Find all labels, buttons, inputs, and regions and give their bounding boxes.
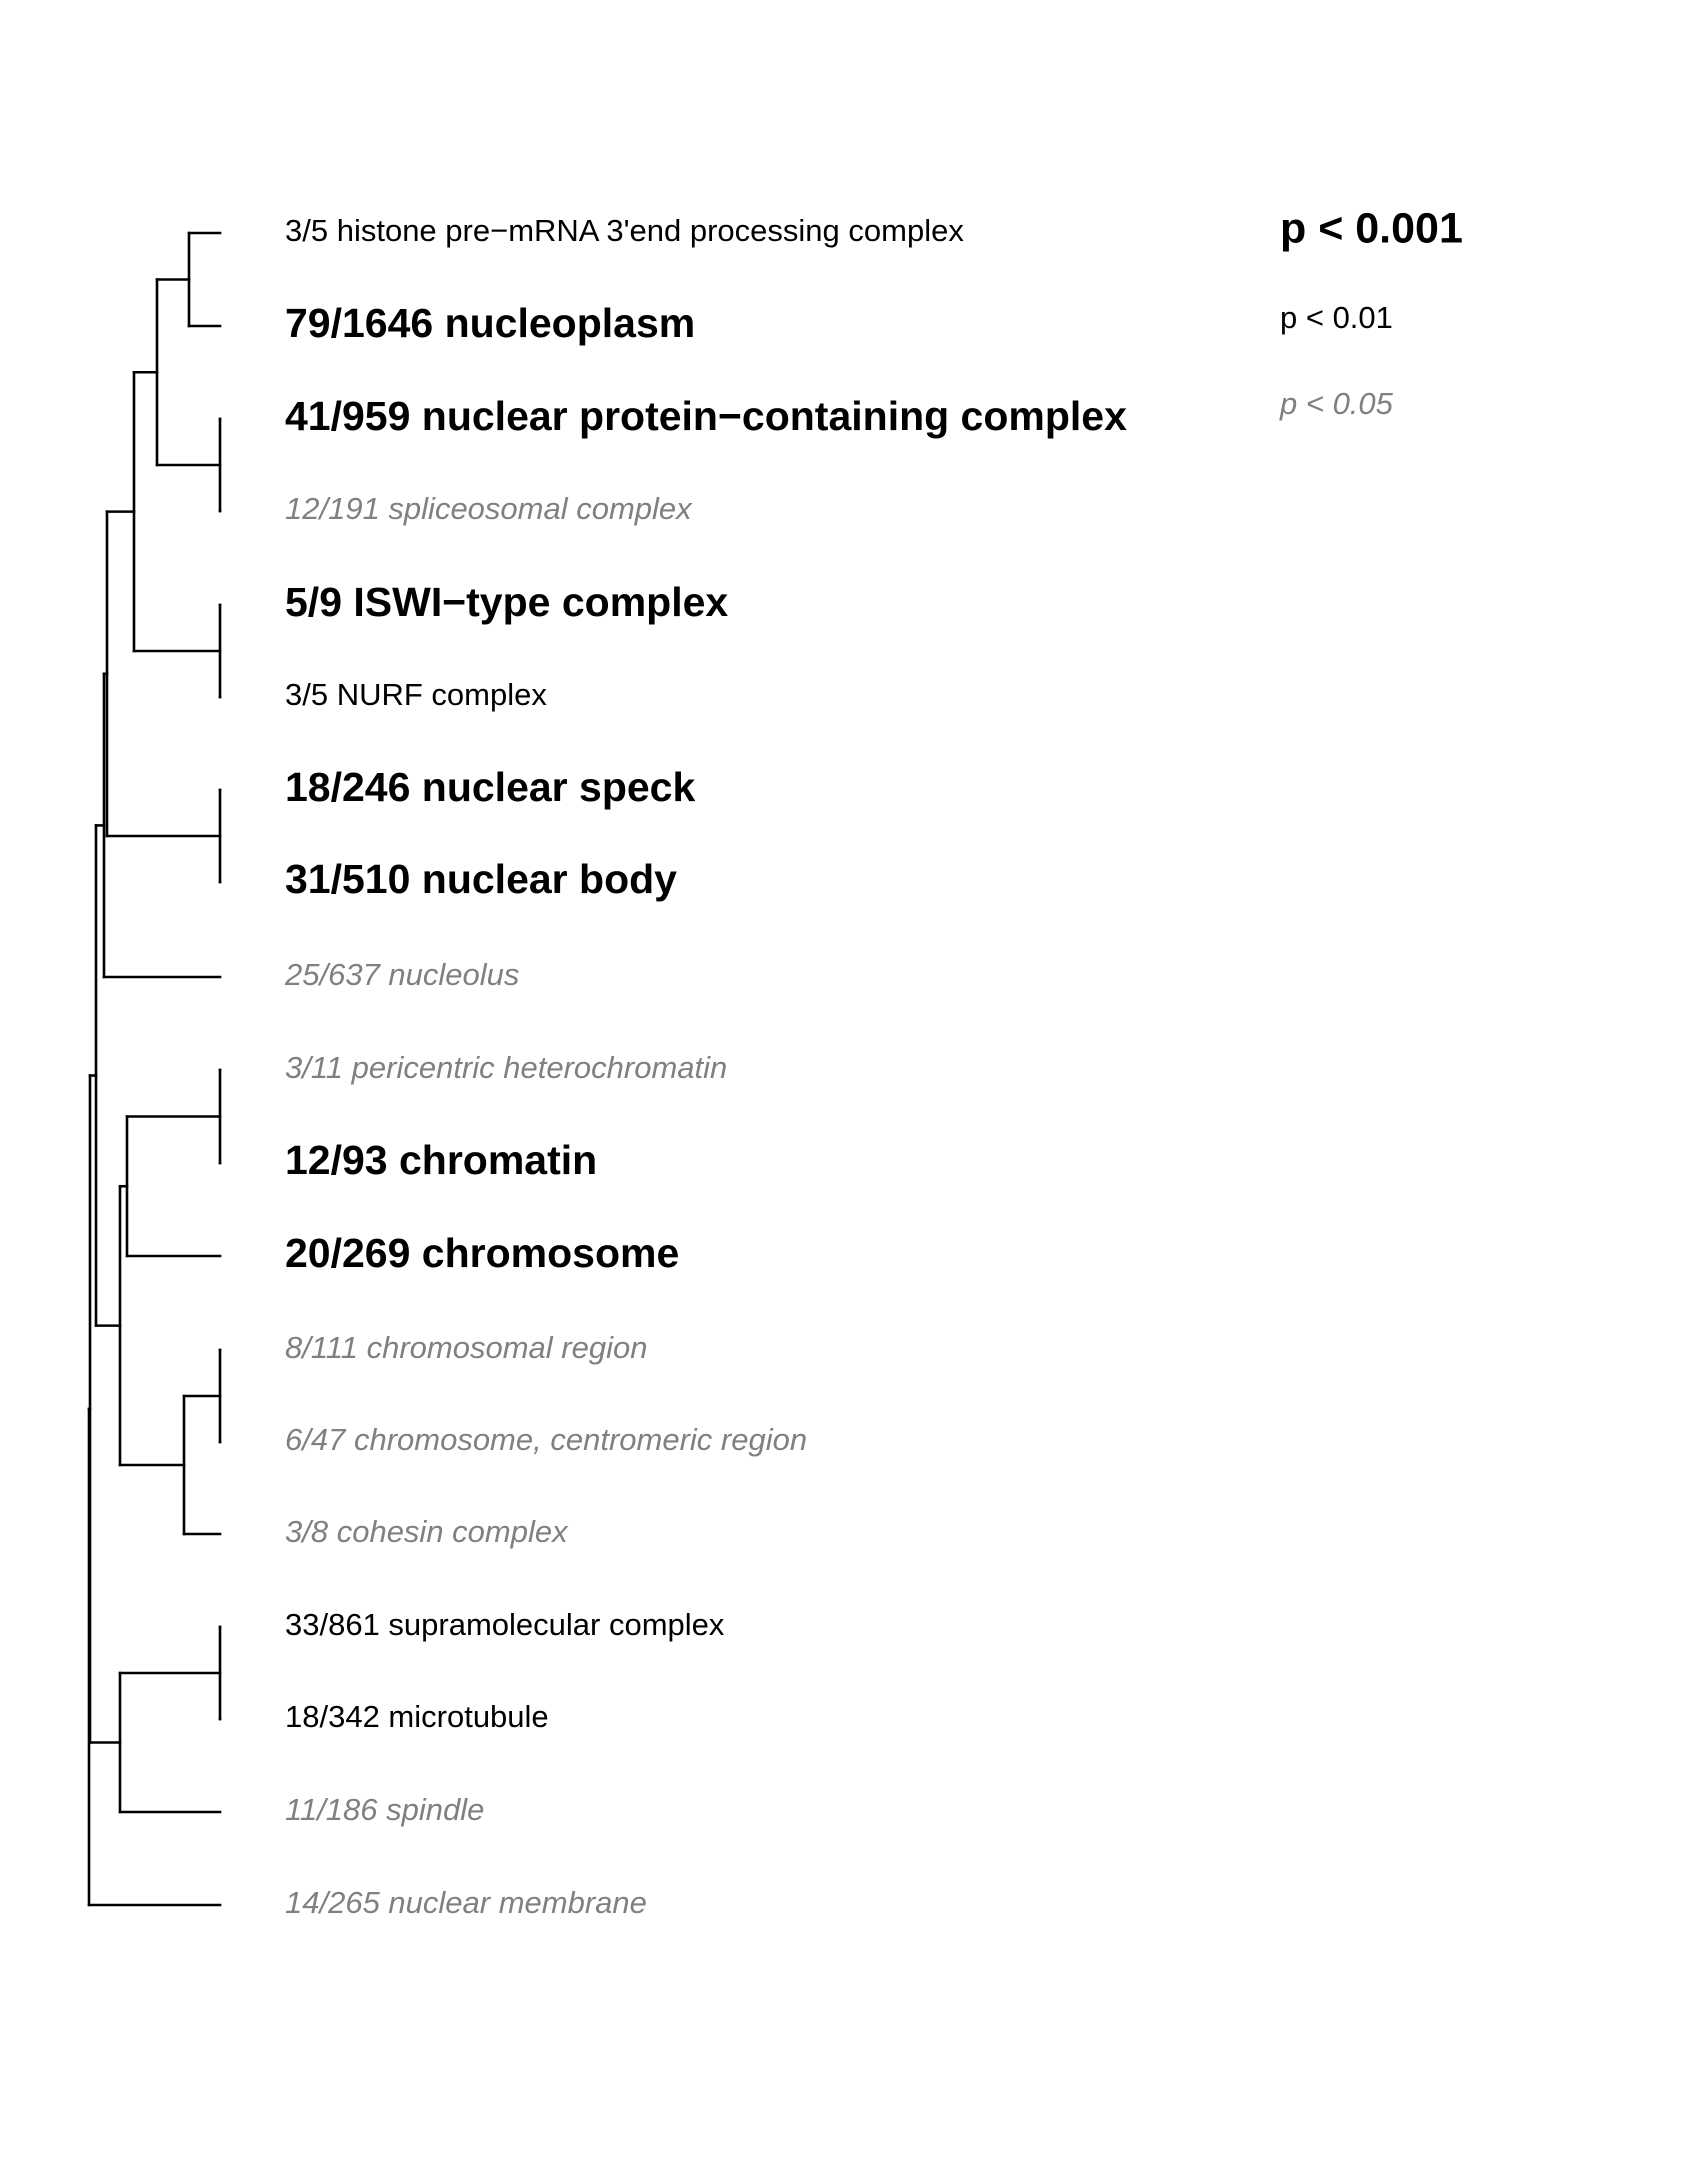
leaf-label: 8/111 chromosomal region [285,1330,647,1365]
leaf-label: 3/5 histone pre−mRNA 3'end processing co… [285,213,964,248]
leaf-labels: 3/5 histone pre−mRNA 3'end processing co… [284,213,1127,1920]
leaf-label: 18/342 microtubule [285,1699,549,1734]
leaf-label: 6/47 chromosome, centromeric region [285,1422,807,1457]
leaf-label: 18/246 nuclear speck [285,764,695,810]
legend-p-001: p < 0.01 [1280,300,1393,335]
leaf-label: 11/186 spindle [285,1792,484,1827]
leaf-label: 12/93 chromatin [285,1137,597,1183]
legend-p-0001: p < 0.001 [1280,204,1463,252]
leaf-label: 33/861 supramolecular complex [285,1607,725,1642]
leaf-label: 3/8 cohesin complex [285,1514,569,1549]
leaf-label: 5/9 ISWI−type complex [285,579,728,625]
leaf-label: 25/637 nucleolus [284,957,519,992]
leaf-label: 20/269 chromosome [285,1230,679,1276]
leaf-label: 14/265 nuclear membrane [285,1885,647,1920]
leaf-label: 3/5 NURF complex [285,677,547,712]
leaf-label: 41/959 nuclear protein−containing comple… [285,393,1127,439]
legend-p-005: p < 0.05 [1279,386,1394,421]
leaf-label: 12/191 spliceosomal complex [285,491,693,526]
leaf-label: 31/510 nuclear body [285,856,677,902]
dendrogram-tree [87,231,222,1907]
leaf-label: 3/11 pericentric heterochromatin [285,1050,727,1085]
leaf-label: 79/1646 nucleoplasm [285,300,695,346]
significance-legend: p < 0.001 p < 0.01 p < 0.05 [1279,204,1463,421]
